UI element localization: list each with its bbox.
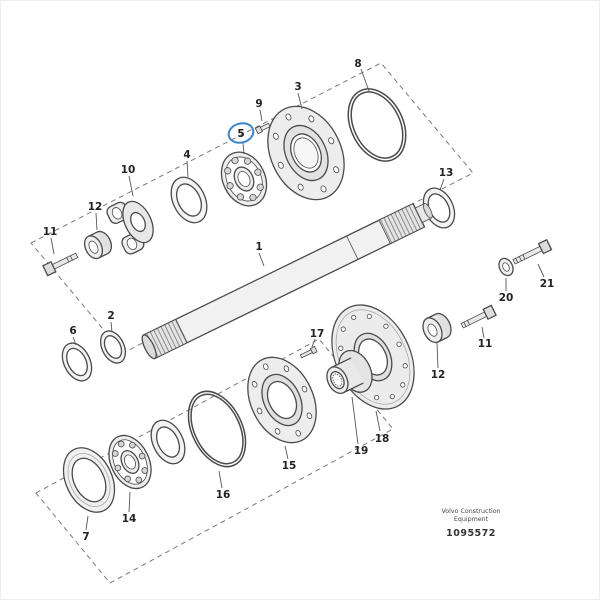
part-17-bolt (299, 345, 318, 359)
part-1-shaft (141, 202, 433, 360)
callout-14: 14 (122, 513, 137, 525)
part-10-yoke (106, 200, 154, 255)
callout-11-left: 11 (43, 226, 58, 238)
footer: Volvo Construction Equipment 1095572 (441, 508, 500, 539)
callout-18: 18 (375, 433, 390, 445)
part-3-flange (267, 105, 345, 201)
dashed-group-box-upper (30, 62, 474, 354)
part-2-ring (99, 330, 127, 364)
highlight-circle (227, 122, 255, 144)
callout-6: 6 (69, 325, 76, 337)
callout-19: 19 (354, 445, 369, 457)
leader-lines (50, 68, 545, 531)
callout-3: 3 (294, 81, 301, 93)
footer-brand-line2: Equipment (454, 516, 489, 523)
part-11-bolt-left (42, 252, 79, 277)
callout-15: 15 (282, 460, 297, 472)
footer-brand-line1: Volvo Construction (441, 508, 500, 515)
part-18-disc (331, 304, 415, 410)
part-6-ring (61, 342, 93, 382)
callout-7: 7 (82, 531, 89, 543)
callout-17: 17 (310, 328, 325, 340)
callout-9: 9 (255, 98, 262, 110)
callout-12-left: 12 (88, 201, 103, 213)
callout-10: 10 (121, 164, 136, 176)
callout-12-right: 12 (431, 369, 446, 381)
part-7-ring (62, 447, 116, 513)
part-19-hub (326, 349, 373, 395)
part-4-ring (170, 176, 208, 224)
callout-11-right: 11 (478, 338, 493, 350)
callout-4: 4 (183, 149, 190, 161)
part-12-bushing-left (83, 230, 113, 260)
part-12-bushing-right (422, 312, 452, 344)
callout-20: 20 (499, 292, 514, 304)
part-21-bolt (512, 238, 553, 265)
part-20-washer (498, 257, 514, 277)
part-15-flange (247, 356, 317, 444)
callout-2: 2 (107, 310, 114, 322)
part-5-bearing (220, 151, 268, 207)
callout-21: 21 (540, 278, 555, 290)
callout-5-highlighted: 5 (237, 128, 244, 140)
part-16-o-ring (187, 390, 247, 468)
part-8-o-ring (347, 88, 407, 162)
callout-16: 16 (216, 489, 231, 501)
callout-13: 13 (439, 167, 454, 179)
part-11-bolt-right (460, 304, 497, 329)
callout-labels: 1 2 3 4 5 6 7 8 9 10 11 12 13 14 15 16 1… (43, 58, 555, 543)
part-9-bolt (254, 122, 271, 135)
part-14-bearing-cone (150, 419, 186, 465)
footer-part-number: 1095572 (446, 528, 496, 539)
callout-1: 1 (255, 241, 262, 253)
callout-8: 8 (354, 58, 361, 70)
part-14-bearing (108, 434, 152, 490)
